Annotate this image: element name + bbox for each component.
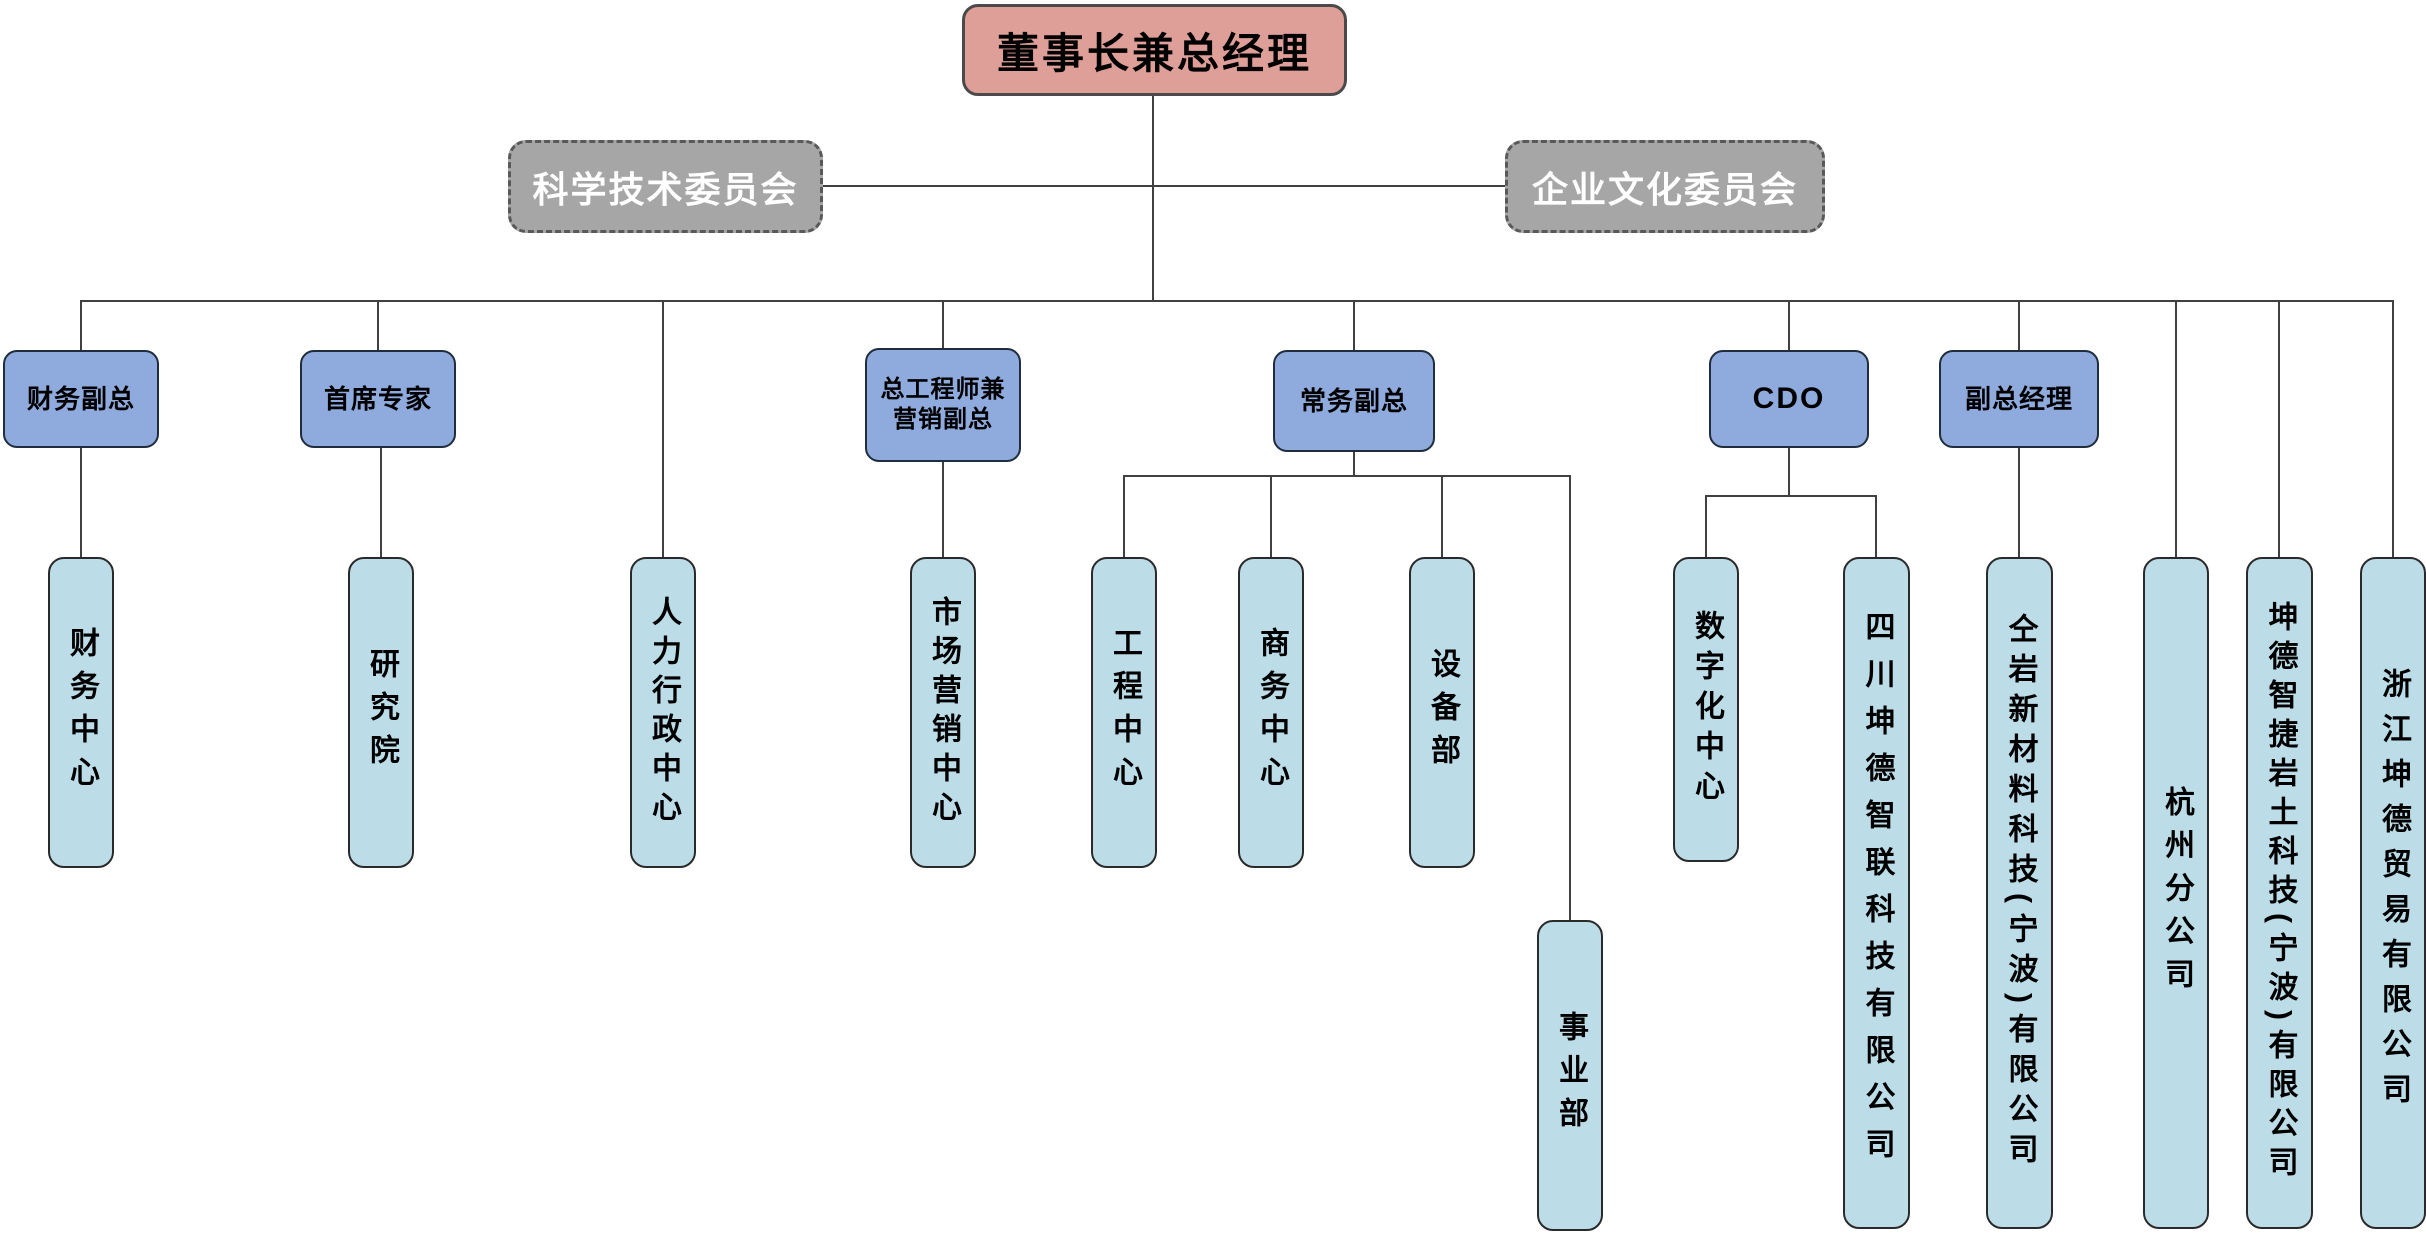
hangzhou-branch-label: 杭州分公司 — [2160, 785, 2193, 1001]
node-quanyan-new-materials: 仝岩新材料科技(宁波)有限公司 — [1986, 557, 2053, 1229]
sichuan-kunde-zhilian-label: 四川坤德智联科技有限公司 — [1860, 611, 1894, 1175]
node-chairman-gm: 董事长兼总经理 — [962, 4, 1347, 96]
business-division-label: 事业部 — [1554, 1011, 1587, 1140]
connector-cdo-stem — [1788, 448, 1790, 495]
node-finance-center: 财务中心 — [48, 557, 114, 868]
connector-drop-zhejiang — [2392, 300, 2394, 557]
connector-cdo-subline — [1705, 495, 1877, 497]
connector-financevp-financecenter — [80, 448, 82, 557]
node-deputy-gm: 副总经理 — [1939, 350, 2099, 448]
marketing-center-label: 市场营销中心 — [927, 595, 960, 830]
connector-committee-line — [823, 185, 1505, 187]
business-center-label: 商务中心 — [1255, 626, 1288, 799]
quanyan-new-materials-label: 仝岩新材料科技(宁波)有限公司 — [2003, 613, 2037, 1173]
connector-expert-research — [380, 448, 382, 557]
research-institute-label: 研究院 — [365, 648, 398, 777]
node-engineering-center: 工程中心 — [1091, 557, 1157, 868]
node-finance-vp: 财务副总 — [3, 350, 159, 448]
connector-drop-cdo — [1788, 300, 1790, 350]
connector-drop-deputy-gm — [2018, 300, 2020, 350]
finance-center-label: 财务中心 — [65, 626, 98, 799]
connector-sub-division — [1569, 475, 1571, 920]
node-kunde-zhijie-geotech: 坤德智捷岩土科技(宁波)有限公司 — [2246, 557, 2313, 1229]
node-corporate-culture-committee: 企业文化委员会 — [1505, 140, 1825, 233]
connector-sub-business — [1270, 475, 1272, 557]
kunde-zhijie-geotech-label: 坤德智捷岩土科技(宁波)有限公司 — [2263, 601, 2297, 1185]
hr-admin-center-label: 人力行政中心 — [647, 595, 680, 830]
connector-root-trunk — [1152, 96, 1154, 302]
connector-drop-hr-admin — [662, 300, 664, 557]
connector-drop-executive-vp — [1353, 300, 1355, 350]
connector-cdo-sichuan — [1875, 495, 1877, 557]
digitalization-center-label: 数字化中心 — [1690, 609, 1723, 810]
node-sichuan-kunde-zhilian: 四川坤德智联科技有限公司 — [1843, 557, 1910, 1229]
zhejiang-kunde-trading-label: 浙江坤德贸易有限公司 — [2377, 668, 2410, 1118]
connector-sub-equipment — [1441, 475, 1443, 557]
connector-drop-kunde-zhijie — [2278, 300, 2280, 557]
connector-drop-hangzhou — [2175, 300, 2177, 557]
node-hr-admin-center: 人力行政中心 — [630, 557, 696, 868]
node-research-institute: 研究院 — [348, 557, 414, 868]
node-business-division: 事业部 — [1537, 920, 1603, 1231]
node-executive-vp: 常务副总 — [1273, 350, 1435, 452]
connector-drop-chief-expert — [377, 300, 379, 350]
node-science-tech-committee: 科学技术委员会 — [508, 140, 823, 233]
connector-cdo-digital — [1705, 495, 1707, 557]
node-digitalization-center: 数字化中心 — [1673, 557, 1739, 862]
connector-main-line — [81, 300, 2394, 302]
node-cdo: CDO — [1709, 350, 1869, 448]
node-zhejiang-kunde-trading: 浙江坤德贸易有限公司 — [2360, 557, 2426, 1229]
node-business-center: 商务中心 — [1238, 557, 1304, 868]
node-hangzhou-branch: 杭州分公司 — [2143, 557, 2209, 1229]
node-chief-expert: 首席专家 — [300, 350, 456, 448]
node-equipment-dept: 设备部 — [1409, 557, 1475, 868]
connector-deputygm-quanyan — [2018, 448, 2020, 557]
connector-executivevp-stem — [1353, 452, 1355, 475]
connector-drop-finance-vp — [80, 300, 82, 350]
connector-engineer-marketing — [942, 462, 944, 557]
engineering-center-label: 工程中心 — [1108, 626, 1141, 799]
node-chief-engineer-marketing-vp: 总工程师兼 营销副总 — [865, 348, 1021, 462]
equipment-dept-label: 设备部 — [1426, 648, 1459, 777]
node-marketing-center: 市场营销中心 — [910, 557, 976, 868]
connector-sub-engineering — [1123, 475, 1125, 557]
connector-executivevp-subline — [1124, 475, 1571, 477]
connector-drop-chief-engineer — [942, 300, 944, 350]
